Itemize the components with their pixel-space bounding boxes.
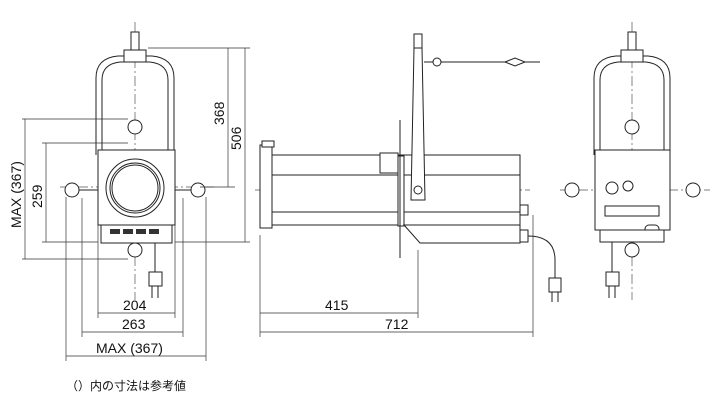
- dim-712: 712: [385, 316, 409, 332]
- caption-note: （）内の寸法は参考値: [66, 378, 186, 393]
- yoke: [95, 55, 175, 155]
- rear-panel: [594, 149, 671, 231]
- rear-handle: [604, 205, 660, 217]
- front-view: [60, 22, 215, 300]
- side-view: [255, 33, 562, 302]
- dim-263: 263: [122, 316, 146, 332]
- dim-506: 506: [228, 126, 244, 150]
- bottom-knob: [127, 242, 143, 258]
- front-dimensions: 368 506 259 MAX (367) 204 263 MAX (367): [8, 47, 250, 361]
- top-knob: [127, 119, 143, 135]
- dim-415: 415: [325, 297, 349, 313]
- left-knob: [64, 182, 80, 198]
- rear-view: [560, 22, 710, 300]
- side-dimensions: 415 712: [259, 215, 534, 337]
- side-yoke-arm: [410, 47, 426, 201]
- yoke-clamp: [123, 49, 147, 63]
- dim-259: 259: [29, 184, 45, 208]
- front-lens: [105, 158, 165, 218]
- right-knob: [190, 182, 206, 198]
- dim-368: 368: [211, 101, 227, 125]
- lens-plate: [259, 144, 273, 229]
- power-plug: [148, 271, 163, 287]
- dim-max-width: MAX (367): [96, 340, 163, 356]
- dim-204: 204: [123, 297, 147, 313]
- dim-max-height: MAX (367): [8, 161, 24, 228]
